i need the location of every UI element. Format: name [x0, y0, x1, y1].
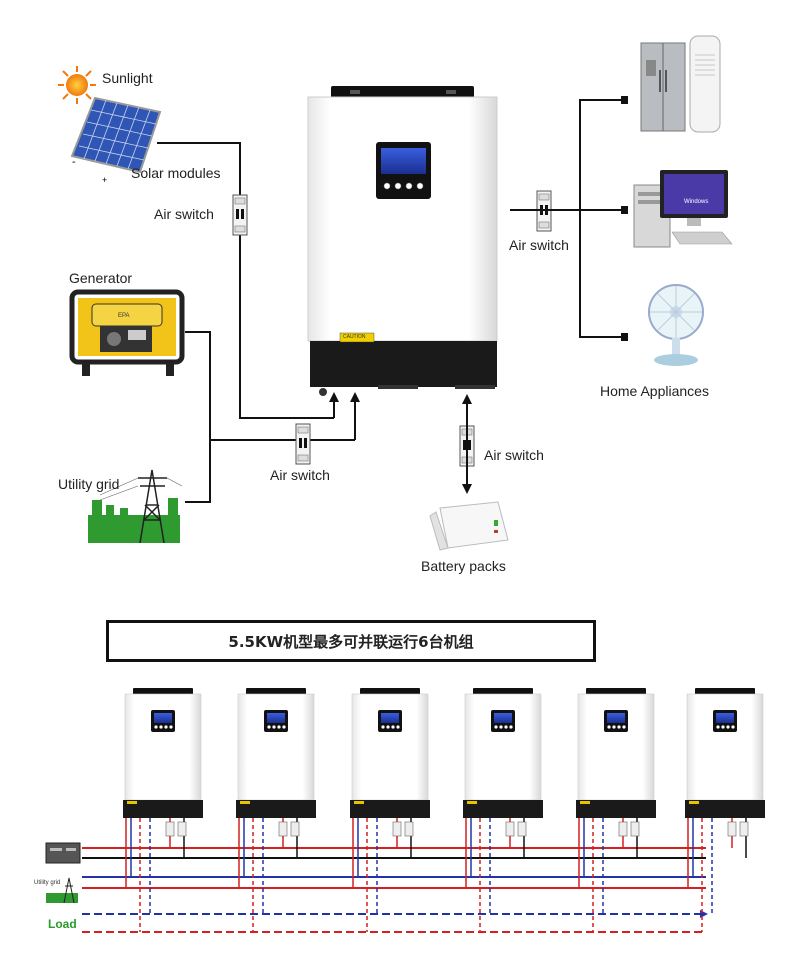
solar-modules-label: Solar modules: [131, 165, 221, 181]
utility-grid-small-label: Utility grid: [34, 880, 61, 886]
home-appliances-label: Home Appliances: [600, 383, 709, 399]
arrow-down-icon: [462, 484, 472, 494]
parallel-inverter-2: [235, 687, 317, 819]
arrow-up-icon: [350, 392, 360, 402]
svg-text:+: +: [102, 175, 107, 185]
utility-grid-small-icon: [46, 877, 78, 904]
output-wires: [510, 99, 627, 338]
inverter-unit: [307, 86, 498, 396]
utility-grid-label: Utility grid: [58, 476, 120, 492]
caution-sticker-text: CAUTION: [343, 334, 366, 340]
air-switch-grid-icon: [295, 423, 311, 465]
parallel-title: 5.5KW机型最多可并联运行6台机组: [106, 620, 596, 662]
air-conditioner-icon: [689, 35, 721, 133]
generator-label: Generator: [69, 270, 133, 286]
refrigerator-icon: [640, 42, 686, 132]
plug-icon: [621, 333, 628, 341]
windows-screen-text: Windows: [684, 199, 709, 205]
fan-icon: [648, 284, 704, 366]
utility-grid-tower-icon: [88, 469, 183, 544]
arrow-up-icon: [462, 394, 472, 404]
plug-icon: [621, 206, 628, 214]
parallel-inverter-5: [575, 687, 657, 819]
parallel-inverter-1: [122, 687, 204, 819]
parallel-inverter-6: [684, 687, 766, 819]
arrow-up-icon: [329, 392, 339, 402]
generator-icon: EPA: [69, 289, 185, 376]
parallel-inverter-3: [349, 687, 431, 819]
load-label: Load: [48, 917, 77, 931]
air-switch-label-load: Air switch: [509, 237, 569, 253]
air-switch-label-grid: Air switch: [270, 467, 330, 483]
sunlight-label: Sunlight: [102, 70, 153, 86]
plug-icon: [621, 96, 628, 104]
air-switch-label-solar: Air switch: [154, 206, 214, 222]
input-wires: [157, 142, 355, 503]
sun-icon: [58, 66, 96, 104]
air-switch-solar-icon: [232, 194, 248, 236]
solar-panel-icon: - +: [70, 96, 162, 185]
parallel-inverter-4: [462, 687, 544, 819]
unit-drop-wires: [125, 818, 747, 932]
unit-breakers: [165, 821, 749, 837]
svg-text:EPA: EPA: [118, 313, 130, 319]
parallel-bus-wiring: [82, 847, 706, 933]
air-switch-label-battery: Air switch: [484, 447, 544, 463]
battery-small-icon: [45, 842, 81, 864]
computer-icon: [633, 170, 733, 248]
battery-packs-label: Battery packs: [421, 558, 506, 574]
svg-text:-: -: [72, 156, 76, 168]
battery-pack-icon: [429, 501, 509, 551]
